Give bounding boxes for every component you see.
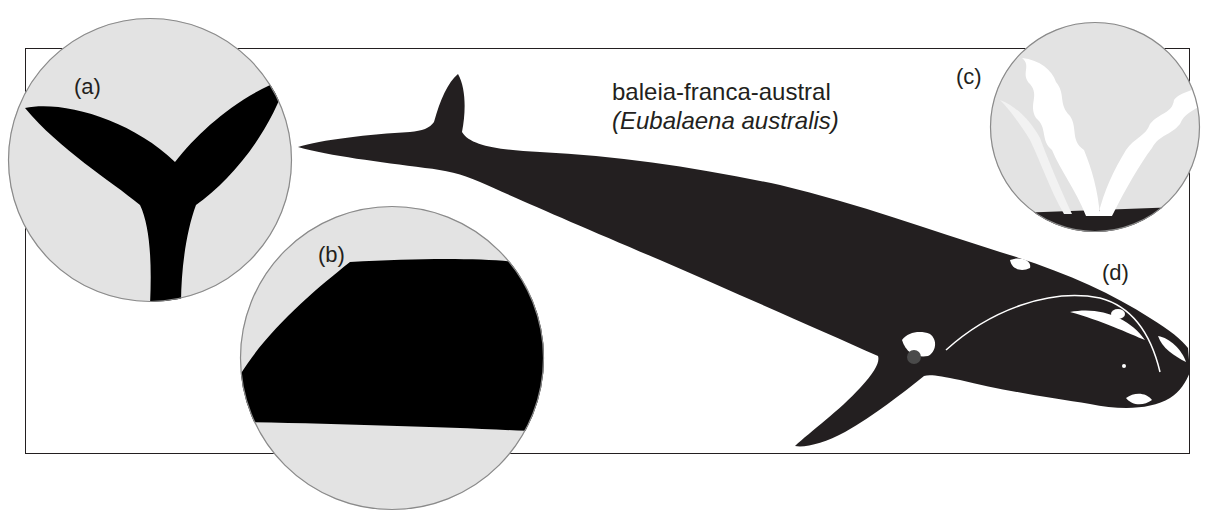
blow-spray bbox=[1098, 84, 1206, 216]
circle-outline bbox=[241, 207, 544, 510]
inset-letter: (b) bbox=[318, 244, 345, 266]
inset-circle: (a) bbox=[8, 18, 292, 302]
inset-letter: (a) bbox=[74, 76, 101, 98]
callosity bbox=[1126, 394, 1152, 405]
circle-outline bbox=[240, 206, 544, 510]
callosity bbox=[1070, 310, 1145, 340]
circle-outline bbox=[8, 18, 292, 302]
circle-outline bbox=[990, 22, 1200, 232]
callosity bbox=[1158, 336, 1186, 362]
inset-letter: (d) bbox=[1102, 262, 1129, 284]
callosity bbox=[1010, 258, 1030, 270]
callosity-line bbox=[946, 296, 1160, 372]
species-common-name: baleia-franca-austral bbox=[612, 80, 831, 104]
circle-outline bbox=[9, 19, 292, 302]
inset-letter: (c) bbox=[956, 66, 982, 88]
callosity bbox=[1111, 309, 1125, 319]
species-scientific-name: (Eubalaena australis) bbox=[612, 109, 839, 133]
inset-circle: (c) bbox=[990, 22, 1200, 232]
circle-outline bbox=[991, 23, 1200, 232]
callosity bbox=[512, 262, 546, 318]
inset-circle: (b) bbox=[240, 206, 544, 510]
callosity bbox=[1122, 364, 1126, 368]
whale-eye bbox=[907, 350, 921, 364]
body-closeup bbox=[236, 259, 548, 432]
fluke-closeup bbox=[25, 78, 287, 305]
blow-spray bbox=[1000, 100, 1072, 214]
